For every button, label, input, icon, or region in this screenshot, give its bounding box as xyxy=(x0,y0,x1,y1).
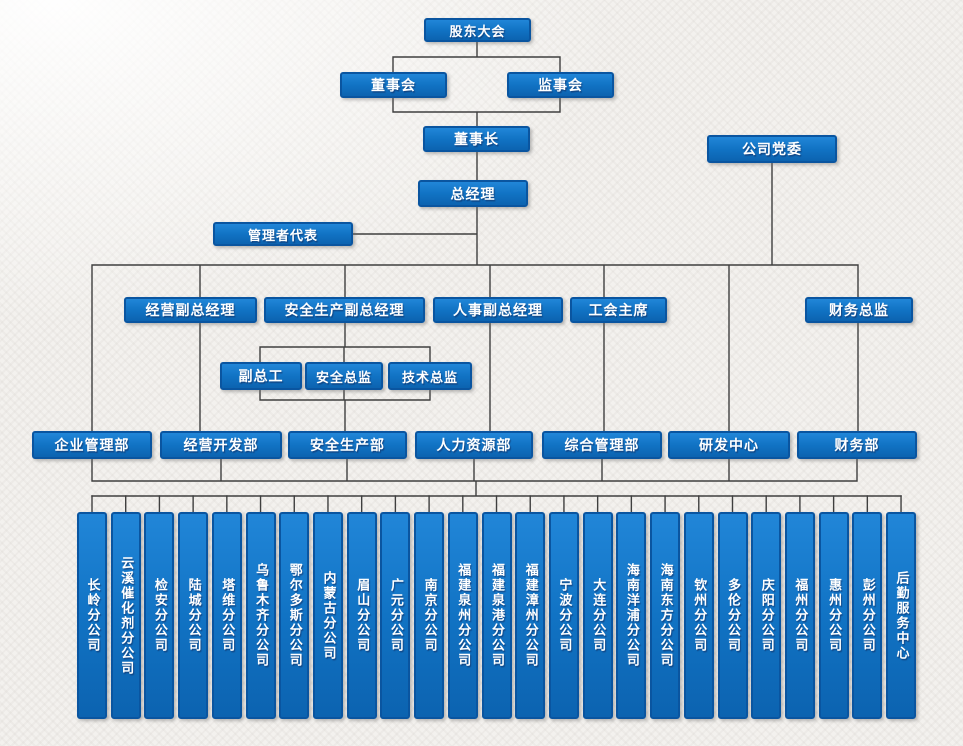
branch-node: 钦州分公司 xyxy=(683,512,714,719)
branch-label: 庆阳分公司 xyxy=(758,578,774,653)
branch-label: 福建泉港分公司 xyxy=(489,563,504,668)
branch-label: 大连分公司 xyxy=(590,578,606,653)
branch-node: 鄂尔多斯分公司 xyxy=(279,512,310,719)
branch-node: 海南东方分公司 xyxy=(650,512,681,719)
node-shareholders-meeting: 股东大会 xyxy=(424,18,531,42)
node-dept-general-management: 综合管理部 xyxy=(542,431,662,459)
branch-label: 宁波分公司 xyxy=(556,578,572,653)
node-dept-business-development: 经营开发部 xyxy=(160,431,282,459)
branch-label: 南京分公司 xyxy=(421,578,437,653)
branch-label: 惠州分公司 xyxy=(826,578,842,653)
node-deputy-chief-engineer: 副总工 xyxy=(220,362,302,390)
branch-node: 彭州分公司 xyxy=(852,512,883,719)
branch-node: 陆城分公司 xyxy=(178,512,209,719)
branch-node: 惠州分公司 xyxy=(818,512,849,719)
branch-label: 海南洋浦分公司 xyxy=(623,563,639,668)
node-dept-safety-production: 安全生产部 xyxy=(288,431,407,459)
branch-label: 云溪催化剂分公司 xyxy=(118,555,134,676)
node-dept-enterprise-management: 企业管理部 xyxy=(32,431,152,459)
branch-node: 检安分公司 xyxy=(144,512,175,719)
branch-node: 长岭分公司 xyxy=(77,512,107,719)
branch-label: 塔维分公司 xyxy=(219,578,235,653)
branch-label: 陆城分公司 xyxy=(185,578,201,653)
node-supervisory-board: 监事会 xyxy=(507,72,614,98)
branch-node: 福建泉港分公司 xyxy=(481,512,512,719)
branch-node: 后勤服务中心 xyxy=(886,512,916,719)
node-labor-union-chairman: 工会主席 xyxy=(570,297,667,323)
node-vp-operations: 经营副总经理 xyxy=(124,297,257,323)
branch-label: 彭州分公司 xyxy=(859,578,875,653)
branch-label: 福州分公司 xyxy=(792,578,808,653)
branch-label: 多伦分公司 xyxy=(725,578,740,653)
branch-node: 多伦分公司 xyxy=(717,512,748,719)
node-board-of-directors: 董事会 xyxy=(340,72,447,98)
branch-node: 福建漳州分公司 xyxy=(515,512,546,719)
branch-node: 塔维分公司 xyxy=(211,512,242,719)
branch-node: 云溪催化剂分公司 xyxy=(110,512,141,719)
branch-label: 福建泉州分公司 xyxy=(455,563,471,668)
branch-node: 乌鲁木齐分公司 xyxy=(245,512,276,719)
branch-node: 海南洋浦分公司 xyxy=(616,512,647,719)
branch-node: 大连分公司 xyxy=(582,512,613,719)
branch-label: 广元分公司 xyxy=(387,578,403,653)
branch-node: 福建泉州分公司 xyxy=(447,512,478,719)
branch-label: 海南东方分公司 xyxy=(657,563,673,668)
branch-label: 钦州分公司 xyxy=(691,578,707,653)
node-chairman: 董事长 xyxy=(423,126,530,152)
branch-node: 广元分公司 xyxy=(380,512,411,719)
branch-label: 后勤服务中心 xyxy=(893,570,909,661)
node-technical-director: 技术总监 xyxy=(388,362,472,390)
branch-node: 内蒙古分公司 xyxy=(313,512,343,719)
branch-label: 福建漳州分公司 xyxy=(522,563,538,668)
node-dept-human-resources: 人力资源部 xyxy=(415,431,533,459)
branch-node: 眉山分公司 xyxy=(346,512,377,719)
branch-node: 庆阳分公司 xyxy=(751,512,782,719)
branch-label: 鄂尔多斯分公司 xyxy=(286,563,302,668)
node-general-manager: 总经理 xyxy=(418,180,528,207)
node-dept-finance: 财务部 xyxy=(797,431,917,459)
branch-node: 南京分公司 xyxy=(414,512,445,719)
branch-label: 乌鲁木齐分公司 xyxy=(253,563,269,668)
branch-label: 长岭分公司 xyxy=(84,578,100,653)
node-safety-director: 安全总监 xyxy=(305,362,383,390)
branch-node: 宁波分公司 xyxy=(548,512,579,719)
node-finance-director: 财务总监 xyxy=(805,297,913,323)
node-management-representative: 管理者代表 xyxy=(213,222,353,246)
node-party-committee: 公司党委 xyxy=(707,135,837,163)
branch-label: 内蒙古分公司 xyxy=(320,570,336,661)
branch-node: 福州分公司 xyxy=(784,512,815,719)
node-dept-rd-center: 研发中心 xyxy=(668,431,790,459)
branch-label: 检安分公司 xyxy=(151,578,167,653)
branch-label: 眉山分公司 xyxy=(354,578,370,653)
node-vp-safety-production: 安全生产副总经理 xyxy=(264,297,425,323)
node-vp-hr: 人事副总经理 xyxy=(433,297,563,323)
